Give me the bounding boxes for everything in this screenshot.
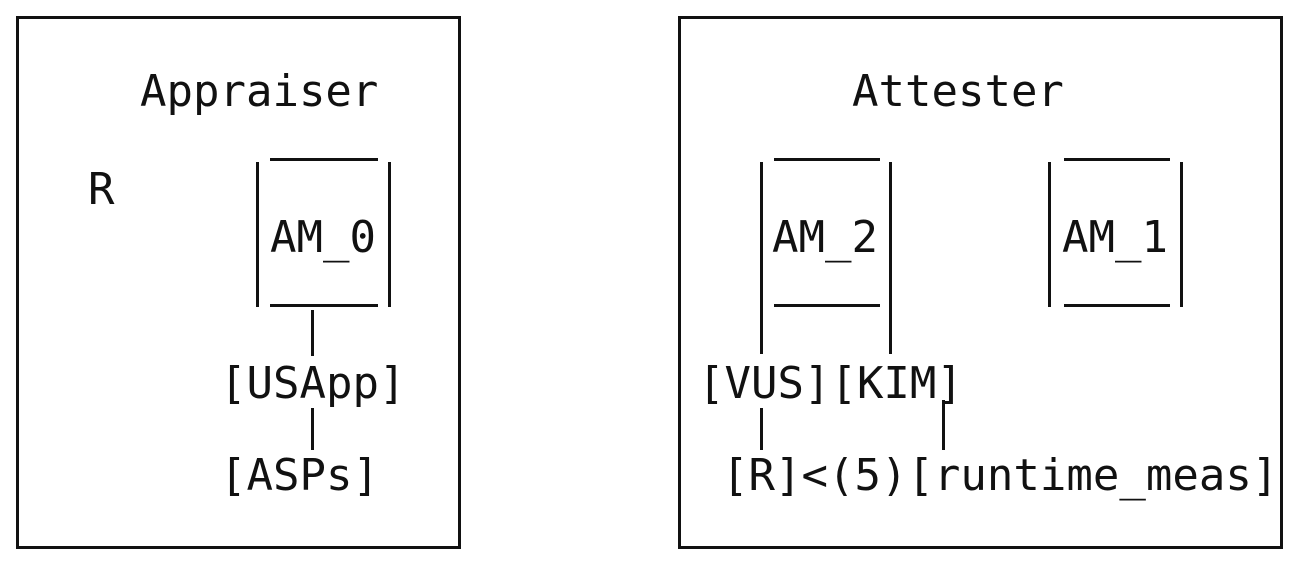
- attester-title: Attester: [852, 66, 1064, 117]
- usapp-label: [USApp]: [220, 358, 406, 409]
- am0-bottom-border: [270, 304, 378, 307]
- appraiser-left-border: [16, 16, 19, 549]
- attester-right-border: [1280, 16, 1283, 549]
- appraiser-r-label: R: [88, 164, 115, 215]
- attester-left-border: [678, 16, 681, 549]
- am2-mid-border: [774, 304, 880, 307]
- am0-left-border: [256, 162, 259, 307]
- vus-kim-label: [VUS][KIM]: [698, 358, 963, 409]
- kim-to-runtime-connector: [942, 400, 945, 450]
- vus-to-r-connector: [760, 408, 763, 450]
- am1-left-border: [1048, 162, 1051, 307]
- am1-right-border: [1180, 162, 1183, 307]
- am0-right-border: [388, 162, 391, 307]
- am2-left-border: [760, 162, 763, 354]
- am1-top-border: [1064, 158, 1170, 161]
- am0-top-border: [270, 158, 378, 161]
- am1-bottom-border: [1064, 304, 1170, 307]
- am0-label: AM_0: [270, 212, 376, 263]
- asps-label: [ASPs]: [220, 450, 379, 501]
- am1-label: AM_1: [1062, 212, 1168, 263]
- attester-bottom-border: [680, 546, 1280, 549]
- am0-to-usapp-connector: [311, 310, 314, 356]
- appraiser-right-border: [458, 16, 461, 549]
- am2-right-border: [889, 162, 892, 354]
- attester-top-border: [680, 16, 1280, 19]
- bottom-row-label: [R]<(5)[runtime_meas]: [722, 450, 1279, 501]
- appraiser-bottom-border: [18, 546, 458, 549]
- usapp-to-asps-connector: [311, 408, 314, 450]
- appraiser-top-border: [18, 16, 458, 19]
- am2-top-border: [774, 158, 880, 161]
- appraiser-title: Appraiser: [140, 66, 379, 117]
- am2-label: AM_2: [772, 212, 878, 263]
